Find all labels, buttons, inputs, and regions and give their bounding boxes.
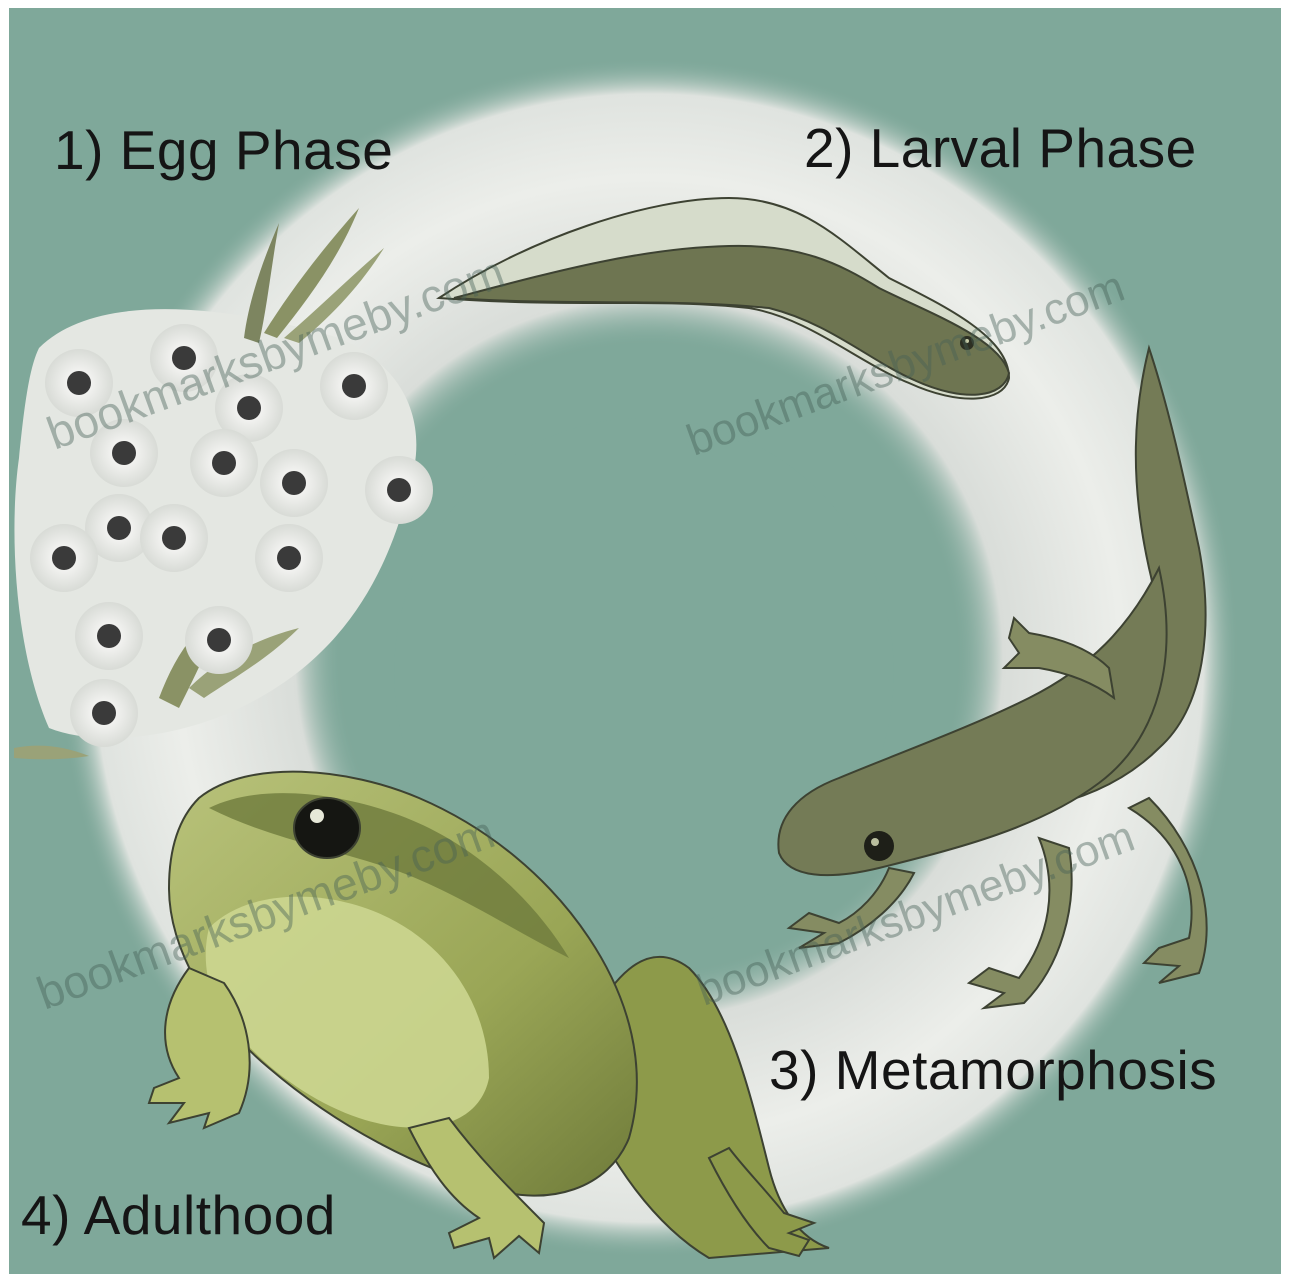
stage-label-adulthood: 4) Adulthood (21, 1183, 336, 1247)
egg-embryo (97, 624, 121, 648)
diagram-background: bookmarksbymeby.com bookmarksbymeby.com … (9, 8, 1281, 1274)
egg-embryo (342, 374, 366, 398)
egg-embryo (107, 516, 131, 540)
egg-embryo (162, 526, 186, 550)
egg-embryo (207, 628, 231, 652)
egg-embryo (212, 451, 236, 475)
egg-embryo (112, 441, 136, 465)
egg-embryo (237, 396, 261, 420)
egg-embryo (387, 478, 411, 502)
egg-embryo (92, 701, 116, 725)
stage-label-metamorphosis: 3) Metamorphosis (769, 1038, 1217, 1102)
egg-embryo (282, 471, 306, 495)
stage-label-egg: 1) Egg Phase (54, 118, 393, 182)
egg-embryo (277, 546, 301, 570)
stage-label-larval: 2) Larval Phase (804, 116, 1197, 180)
egg-embryo (52, 546, 76, 570)
